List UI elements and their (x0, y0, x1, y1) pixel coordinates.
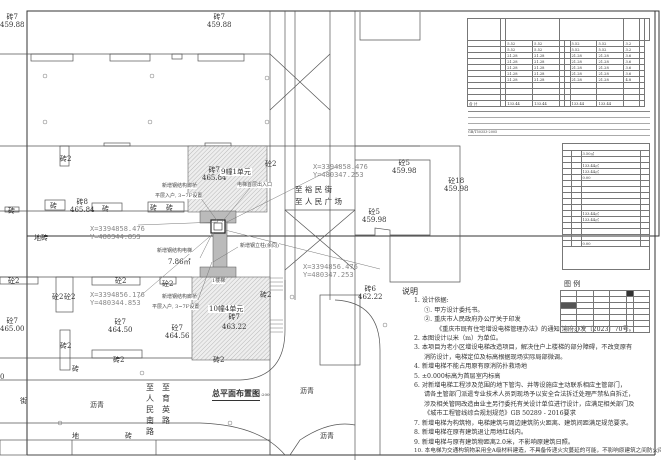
label-asphalt: 沥青 (320, 432, 334, 440)
label-c2: 砼2 (8, 277, 20, 285)
label-asphalt: 沥青 (90, 401, 104, 409)
notes-heading: 说明 (402, 287, 418, 296)
bridge-note-a: 平层入户, 3~7F设置 (155, 193, 203, 199)
label-c2: 砼2 (162, 280, 174, 288)
label-brick2-b: 砼2 (265, 160, 277, 168)
note-line: 3. 本项目为老小区增设电梯改造项目，解决住户上楼梯的部分障碍，不改变原有 (414, 344, 633, 352)
note-line: 涉及相关管网改造由业主另行委托有关设计单位进行设计，应满足相关部门及 (424, 400, 635, 408)
note-line: 1. 设计依据: (414, 297, 449, 305)
building-9-label: 9幢1单元 (220, 168, 252, 176)
label-brick2: 砖2 (260, 291, 272, 299)
label-brick: 砖 (150, 204, 157, 212)
table-notes: GB/T50353-2005 (468, 111, 650, 141)
label-to-renmin-south-road: 至人民南路 (146, 383, 154, 436)
label-asphalt: 沥青 (300, 387, 314, 395)
elevator-entry-label: 电梯首层出入口 (237, 182, 273, 188)
bridge-label-b: 新增钢结构廊桥 (162, 294, 198, 300)
label-to-yumin-street: 至 裕 民 街 (295, 185, 333, 194)
note-line: 4. 新增电梯不能占用原有原消防扑救场地 (414, 363, 528, 371)
note-line: 请各主管部门派遣专业技术人员到现场予以安全合法拆迁处理严禁私自拆迁， (424, 391, 635, 399)
label-brick: 砖 (102, 205, 109, 213)
building-10-unit-4 (191, 276, 271, 361)
label-to-square: 至 人 民 广 场 (295, 197, 343, 206)
bridge-note-b: 平层入户, 3~7F设置 (152, 304, 200, 310)
label-street: 街 (20, 397, 27, 405)
label-c2: 砖2 (60, 342, 72, 350)
note-line: 6. 对新增电梯工程涉及范围的地下管沟、井等设施应主动联系相应主管部门， (414, 382, 627, 390)
label-brick2: 砖2 (60, 155, 72, 163)
label-floor-tile: 地砖 (34, 234, 48, 242)
label-c2: 砼2 (52, 293, 64, 301)
elevator-label: 新增钢结构电梯 (157, 248, 193, 254)
label-brick: 砖 (8, 207, 15, 215)
note-line: 2. 本图设计以米（m）为单位。 (414, 335, 502, 343)
note-line: 9. 新增电梯与原有建筑物距离2.0米，不影响原建筑日照。 (414, 438, 575, 446)
design-notes: 说明 1. 设计依据: ①. 甲方设计委托书。 ②. 重庆市人民政府办公厅关于印… (402, 287, 661, 456)
summary-table: 3.50㎡ 133.44㎡ 133.44㎡ 0.00 133.44㎡ 133.4… (561, 143, 651, 270)
bridge-label-a: 新增钢结构廊桥 (162, 183, 198, 189)
label-zero: 0 (0, 373, 5, 381)
drawing-title: 总平面布置图 (212, 388, 260, 401)
label-c2: 砼2 (115, 277, 127, 285)
elevator-area: 7.86㎡ (168, 258, 191, 266)
note-line: 8. 新增电梯在原有建筑退让用地红线内。 (414, 429, 528, 437)
label-brick2: 砖2 (113, 356, 125, 364)
note-line: 《重庆市既有住宅增设电梯管理办法》的通知 渝府办发〔2023〕70号。 (436, 325, 635, 333)
label-to-yuying-road: 至育英路 (162, 383, 170, 425)
column-label: 新增钢立柱(余同) (240, 243, 279, 249)
note-line: 5. ±0.000标高为首层室内标高 (414, 372, 501, 380)
legend-table (559, 290, 651, 333)
label-brick: 砖 (50, 202, 57, 210)
standard-reference: GB/T50353-2005 (468, 130, 498, 134)
label-tile: 地 (72, 432, 79, 440)
note-line: 10. 本电梯为交通构筑物采用全A级材料建造，不具备传递火灾蔓延的可能，不影响原… (414, 447, 661, 454)
note-line: 消防设计，电梯定位及标高根据现场实际局部微调。 (424, 353, 567, 361)
label-brick: 砖 (166, 204, 173, 212)
label-brick2: 砖2 (213, 356, 225, 364)
note-line: 7. 新增电梯为构筑物，电梯建筑与周边建筑防火距离、建筑间距满足规范要求。 (414, 419, 633, 427)
building-10-label: 10幢4单元 (208, 305, 245, 313)
label-tile: 砖 (125, 432, 132, 440)
note-line: ①. 甲方设计委托书。 (424, 306, 484, 314)
label-brick: 砖 (72, 365, 79, 373)
legend-heading: 图 例 (564, 280, 581, 288)
note-line: ②. 重庆市人民政府办公厅关于印发 (424, 316, 521, 324)
label-c2: 砼2 (64, 293, 76, 301)
note-line: 《城市工程管线综合规划规范》GB 50289 - 2016要求 (424, 410, 576, 418)
drawing-scale: 1:200 (258, 392, 270, 397)
building-9-unit-1 (187, 145, 268, 213)
stair-label: 1楼梯 (212, 278, 226, 284)
